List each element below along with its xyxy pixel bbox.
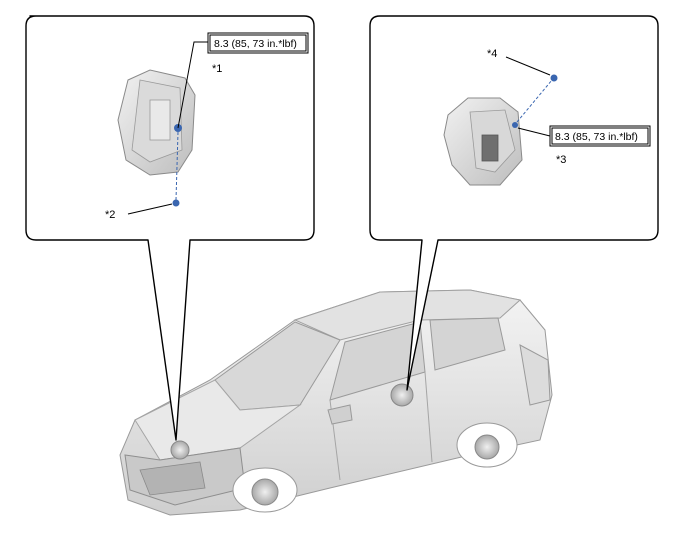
left-callout-1: *1 bbox=[212, 63, 222, 75]
left-brake-caliper bbox=[117, 69, 196, 176]
bolt-icon bbox=[512, 122, 518, 128]
right-detail-panel: *4 8.3 (85, 73 in.*lbf) *3 bbox=[369, 15, 659, 391]
right-torque-value: 8.3 (85, 73 in.*lbf) bbox=[555, 131, 638, 143]
left-bolt-icon bbox=[172, 199, 180, 207]
left-callout-2: *2 bbox=[105, 209, 115, 221]
right-callout-3: *3 bbox=[556, 154, 566, 166]
right-bolt-icon bbox=[550, 74, 558, 82]
right-callout-4: *4 bbox=[487, 48, 497, 60]
right-brake-caliper bbox=[443, 97, 523, 186]
left-detail-panel: 8.3 (85, 73 in.*lbf) *1 *2 bbox=[25, 15, 315, 441]
left-torque-value: 8.3 (85, 73 in.*lbf) bbox=[214, 38, 297, 50]
